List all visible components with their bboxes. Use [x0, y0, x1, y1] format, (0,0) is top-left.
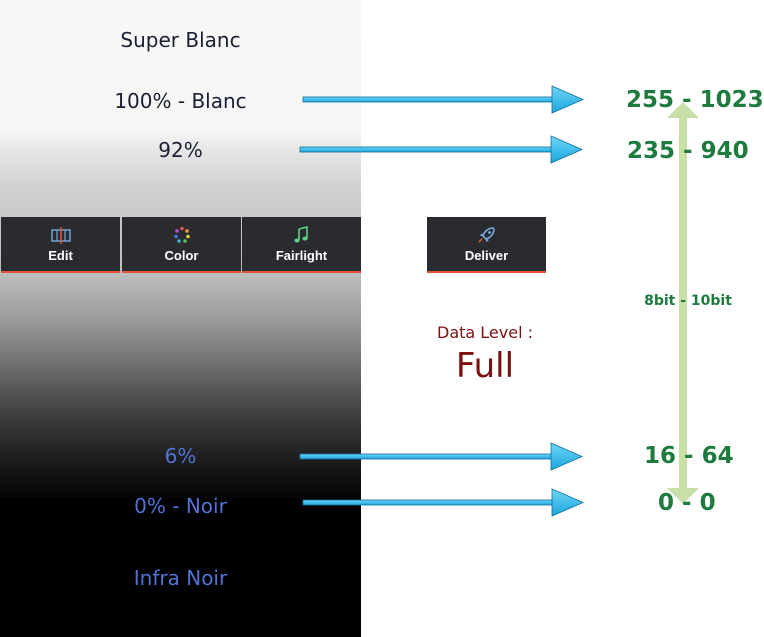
value-black-0: 0 - 0 [658, 490, 716, 516]
pct-92-label: 92% [158, 138, 203, 162]
black-0-label: 0% - Noir [134, 494, 227, 518]
infra-black-label: Infra Noir [133, 566, 228, 590]
tab-deliver[interactable]: Deliver [427, 217, 546, 273]
rocket-icon [477, 227, 495, 243]
tab-deliver-label: Deliver [464, 248, 509, 263]
color-wheel-icon [173, 226, 190, 243]
tab-edit[interactable]: Edit [1, 217, 120, 273]
music-note-icon [293, 225, 308, 243]
value-white-100: 255 - 1023 [626, 87, 764, 113]
tab-color[interactable]: Color [122, 217, 241, 273]
grayscale-gradient [0, 0, 361, 637]
data-level-label: Data Level : [437, 323, 533, 342]
data-level-value: Full [455, 346, 515, 386]
film-edit-icon [50, 227, 71, 244]
tab-fairlight[interactable]: Fairlight [242, 217, 361, 273]
super-white-label: Super Blanc [120, 28, 241, 52]
bit-depth-label: 8bit - 10bit [644, 293, 732, 309]
value-92: 235 - 940 [627, 138, 749, 164]
tab-fairlight-label: Fairlight [275, 248, 328, 263]
pct-6-label: 6% [164, 444, 197, 468]
white-100-label: 100% - Blanc [114, 89, 247, 113]
tab-edit-label: Edit [48, 248, 73, 263]
tab-color-label: Color [164, 248, 199, 263]
value-6: 16 - 64 [644, 443, 734, 469]
